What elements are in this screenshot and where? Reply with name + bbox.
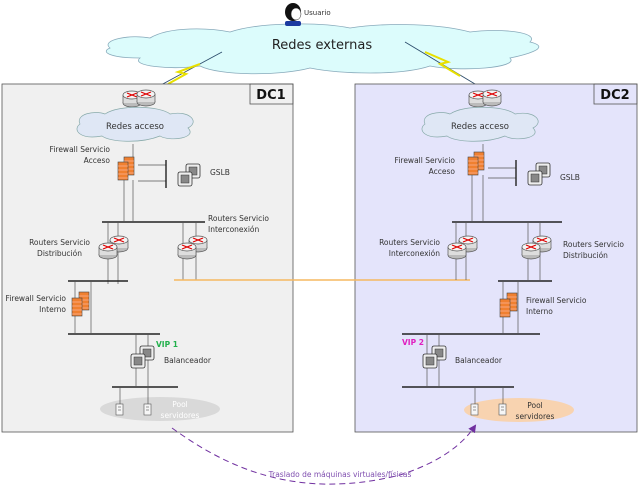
dc1-fw-internal-label-1: Firewall Servicio xyxy=(6,294,67,303)
dc2-fw-internal-label-2: Interno xyxy=(526,307,553,316)
user-label: Usuario xyxy=(304,9,331,17)
dc1-pool-label-2: servidores xyxy=(161,411,200,420)
migration-arrow xyxy=(171,424,477,485)
dc1-fw-internal-label-2: Interno xyxy=(39,305,66,314)
dc1-routers-dist-label-1: Routers Servicio xyxy=(29,238,90,247)
dc2-server-pool xyxy=(464,398,574,422)
dc1-gslb-label: GSLB xyxy=(210,168,230,177)
dc2-access-cloud xyxy=(421,106,539,142)
dc2-pool-label-1: Pool xyxy=(527,401,543,410)
dc2-routers-inter-label-2: Interconexión xyxy=(389,249,440,258)
dc1-fw-access-label-2: Acceso xyxy=(84,156,111,165)
dc1-edge-routers xyxy=(122,89,156,108)
dc2-vip-label: VIP 2 xyxy=(402,338,424,347)
dc1-access-cloud-label: Redes acceso xyxy=(106,122,164,132)
dc2-gslb-label: GSLB xyxy=(560,173,580,182)
dc2-access-cloud-label: Redes acceso xyxy=(451,122,509,132)
svg-text:Firewall Servicio: Firewall Servicio xyxy=(50,145,111,154)
dc1-routers-inter-label-1: Routers Servicio xyxy=(208,214,269,223)
svg-text:Acceso: Acceso xyxy=(84,156,111,165)
dc1-box xyxy=(1,83,294,433)
dc2-routers-dist-label-1: Routers Servicio xyxy=(563,240,624,249)
dc1-pool-label-1: Pool xyxy=(172,400,188,409)
dc2-fw-access-label-1: Firewall Servicio xyxy=(395,156,456,165)
dc2-routers-dist-label-2: Distribución xyxy=(563,251,608,260)
dc1-title: DC1 xyxy=(256,88,285,103)
dc1-routers-dist-label-2: Distribución xyxy=(37,249,82,258)
dc2-pool-label-2: servidores xyxy=(516,412,555,421)
dc1-routers-inter-label-2: Interconexión xyxy=(208,225,259,234)
dc1-vip-label: VIP 1 xyxy=(156,340,178,349)
dc2-title: DC2 xyxy=(600,88,629,103)
dc1-server-pool xyxy=(100,397,220,421)
dc2-balancer-label: Balanceador xyxy=(455,356,503,365)
migration-label: Traslado de máquinas virtuales/físicas xyxy=(268,470,412,479)
external-cloud-label: Redes externas xyxy=(272,38,372,53)
dc2-edge-routers xyxy=(468,89,502,108)
dc1-access-cloud xyxy=(76,106,194,142)
dc2-fw-internal-label-1: Firewall Servicio xyxy=(526,296,587,305)
dc1-fw-access-label-1: Firewall Servicio xyxy=(50,145,111,154)
dc2-fw-access-label-2: Acceso xyxy=(429,167,456,176)
external-cloud xyxy=(105,23,540,75)
dc2-box xyxy=(354,83,638,433)
user-icon xyxy=(285,3,302,26)
dc2-routers-inter-label-1: Routers Servicio xyxy=(379,238,440,247)
dc1-balancer-label: Balanceador xyxy=(164,356,212,365)
